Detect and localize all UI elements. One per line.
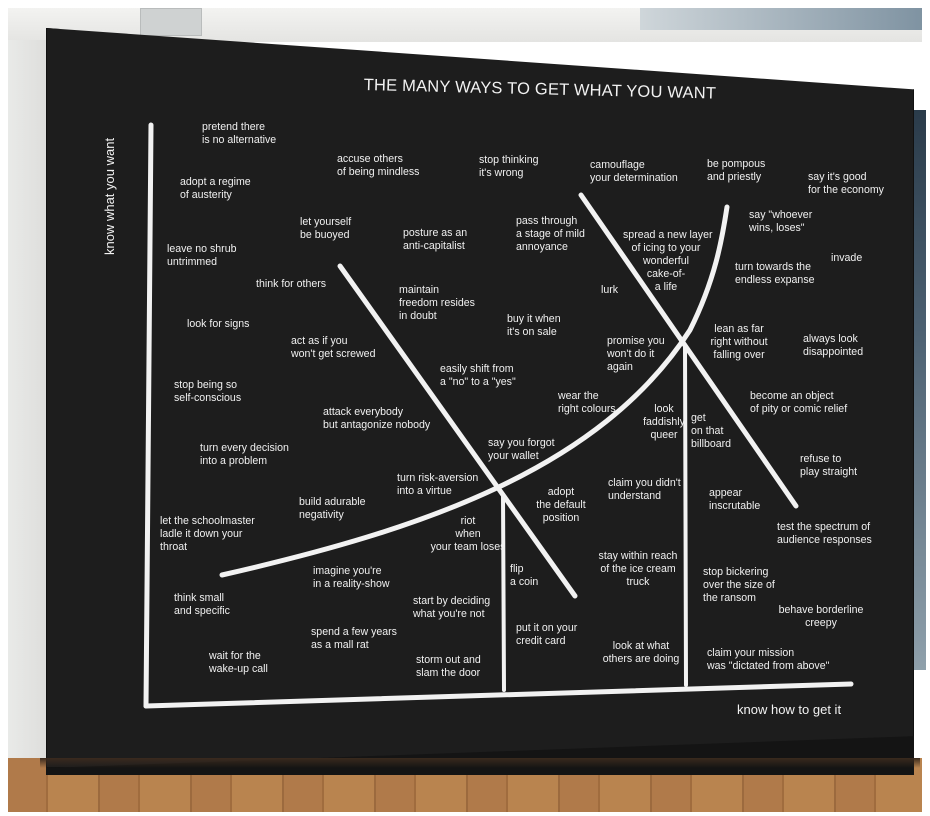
y-axis-line bbox=[143, 122, 154, 709]
phrase: stop being so self-conscious bbox=[174, 379, 242, 404]
phrase: get on that billboard bbox=[691, 412, 732, 450]
right-window bbox=[912, 110, 926, 670]
phrase: wait for the wake-up call bbox=[209, 650, 268, 675]
phrase: spend a few years as a mall rat bbox=[311, 626, 397, 651]
phrase: riot when your team loses bbox=[430, 515, 506, 553]
phrase: turn every decision into a problem bbox=[200, 442, 289, 467]
phrase: stop thinking it's wrong bbox=[479, 154, 539, 179]
phrase: stop bickering over the size of the rans… bbox=[703, 566, 775, 604]
diagonal-line-right bbox=[578, 192, 799, 509]
phrase: look at what others are doing bbox=[602, 640, 680, 665]
phrase: lean as far right without falling over bbox=[710, 323, 768, 361]
ceiling-vent bbox=[140, 8, 202, 36]
phrase: imagine you're in a reality-show bbox=[313, 565, 390, 590]
phrase: wear the right colours bbox=[558, 390, 616, 415]
phrase: claim you didn't understand bbox=[608, 477, 681, 502]
phrase: accuse others of being mindless bbox=[337, 153, 420, 178]
phrase: look for signs bbox=[187, 318, 250, 330]
phrase: camouflage your determination bbox=[590, 159, 678, 184]
phrase: leave no shrub untrimmed bbox=[167, 243, 237, 268]
phrase: act as if you won't get screwed bbox=[291, 335, 376, 360]
phrase: pretend there is no alternative bbox=[202, 121, 277, 146]
phrase: stay within reach of the ice cream truck bbox=[598, 550, 678, 588]
phrase: say "whoever wins, loses" bbox=[749, 209, 813, 234]
phrase: promise you won't do it again bbox=[607, 335, 665, 373]
phrase: turn risk-aversion into a virtue bbox=[397, 472, 479, 497]
phrase: easily shift from a "no" to a "yes" bbox=[440, 363, 516, 388]
rising-curve bbox=[219, 204, 730, 578]
x-axis-label: know how to get it bbox=[737, 702, 842, 717]
phrase: refuse to play straight bbox=[800, 453, 858, 478]
phrase: maintain freedom resides in doubt bbox=[399, 284, 475, 322]
vertical-divider-right bbox=[683, 343, 688, 687]
phrase: test the spectrum of audience responses bbox=[777, 521, 872, 546]
phrase: always look disappointed bbox=[803, 333, 864, 358]
phrase: appear inscrutable bbox=[709, 487, 761, 512]
phrase: lurk bbox=[601, 284, 619, 296]
x-axis-line bbox=[143, 681, 854, 709]
blackboard-wall bbox=[46, 28, 914, 768]
phrase: look faddishly queer bbox=[643, 403, 685, 441]
phrase: posture as an anti-capitalist bbox=[403, 227, 468, 252]
phrase: become an object of pity or comic relief bbox=[750, 390, 848, 415]
window-top bbox=[640, 8, 922, 30]
phrase: turn towards the endless expanse bbox=[735, 261, 815, 286]
phrase: let yourself be buoyed bbox=[300, 216, 352, 241]
phrase: spread a new layer of icing to your wond… bbox=[623, 229, 713, 293]
phrase: buy it when it's on sale bbox=[507, 313, 561, 338]
phrase: storm out and slam the door bbox=[416, 654, 481, 679]
phrase: start by deciding what you're not bbox=[413, 595, 491, 620]
phrase: pass through a stage of mild annoyance bbox=[516, 215, 585, 253]
phrase: be pompous and priestly bbox=[707, 158, 766, 183]
phrase: attack everybody but antagonize nobody bbox=[323, 406, 431, 431]
phrase: let the schoolmaster ladle it down your … bbox=[160, 515, 255, 553]
diagonal-line-left bbox=[337, 263, 578, 599]
phrase: adopt the default position bbox=[536, 486, 586, 524]
phrase: think for others bbox=[256, 278, 327, 290]
phrase: claim your mission was "dictated from ab… bbox=[707, 647, 830, 672]
phrase: put it on your credit card bbox=[516, 622, 578, 647]
floor-shadow bbox=[40, 758, 920, 768]
phrase: think small and specific bbox=[174, 592, 230, 617]
phrase: behave borderline creepy bbox=[778, 604, 864, 629]
phrase: build adurable negativity bbox=[299, 496, 366, 521]
vertical-divider-left bbox=[501, 493, 506, 692]
left-wall bbox=[8, 40, 52, 780]
phrase: say you forgot your wallet bbox=[488, 437, 555, 462]
y-axis-label: know what you want bbox=[102, 137, 117, 255]
phrase: adopt a regime of austerity bbox=[180, 176, 251, 201]
phrase: flip a coin bbox=[510, 563, 539, 588]
phrase: invade bbox=[831, 252, 863, 264]
phrase: say it's good for the economy bbox=[808, 171, 884, 196]
